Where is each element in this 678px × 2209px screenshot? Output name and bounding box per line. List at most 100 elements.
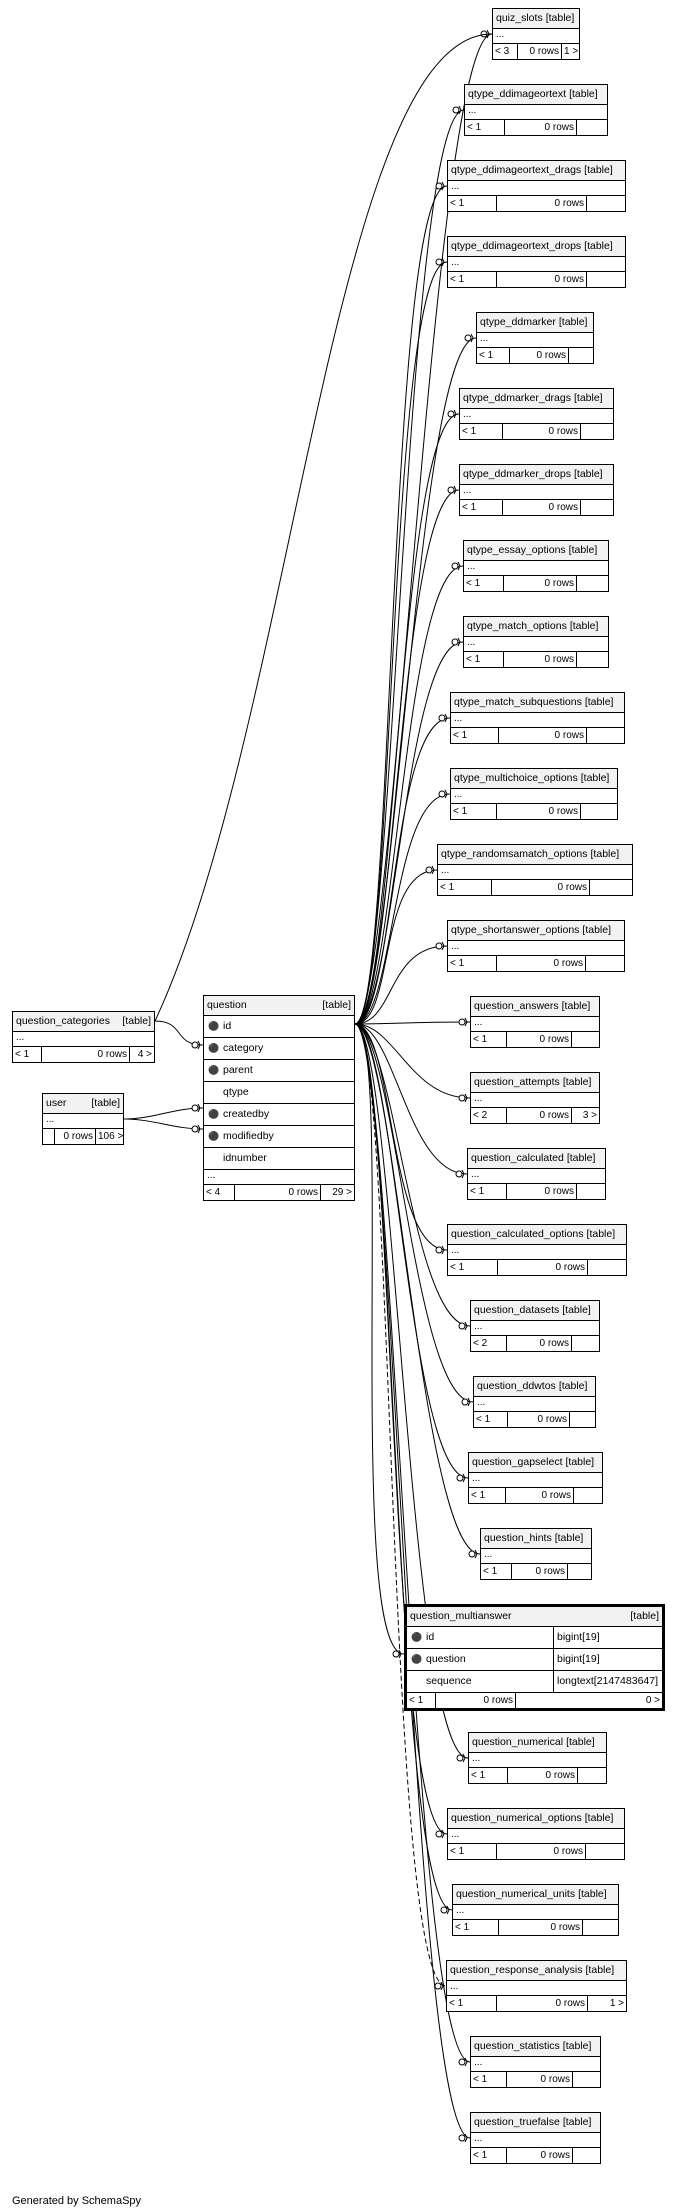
edge-end-question_calculated_options [435, 1246, 443, 1254]
edge-end-qtype_match_options-crowfoot [457, 637, 461, 647]
table-name: question_numerical_units [456, 1888, 576, 1900]
edge-end-qtype_essay_options-crowfoot [457, 561, 461, 571]
edge-end-qtype_shortanswer_options [435, 942, 443, 950]
row-count: 0 rows [503, 576, 576, 591]
children-count [586, 196, 625, 211]
table-footer: < 1 0 rows [464, 576, 608, 591]
edge-end-question-category [191, 1041, 199, 1049]
edge-end-question_ddwtos-crowfoot [467, 1397, 471, 1407]
edge-end-question_response_analysis [434, 1982, 442, 1990]
table-kind: [table] [569, 620, 599, 632]
table-user[interactable]: user [table] ... 0 rows 106 > [42, 1093, 124, 1145]
table-name: question_response_analysis [450, 1964, 583, 1976]
edge-question-to-qtype_ddimageortext_drags [354, 185, 448, 1025]
edge-user-to-question-4 [123, 1107, 204, 1120]
column-row: idnumber [204, 1148, 354, 1170]
edge-end-qtype_match_options [451, 638, 459, 646]
edge-end-question_numerical [456, 1754, 464, 1762]
table-kind: [table] [580, 772, 610, 784]
children-count [572, 2148, 600, 2163]
row-count: 0 rows [506, 2072, 572, 2087]
table-question-calculated-options[interactable]: question_calculated_options[table]...< 1… [447, 1224, 627, 1276]
table-name: qtype_ddimageortext [468, 88, 567, 100]
edge-end-user-4-crowfoot [197, 1103, 201, 1113]
children-count [577, 1768, 606, 1783]
table-name: question_numerical_options [451, 1812, 582, 1824]
edge-question-to-question_numerical_options [354, 1023, 448, 1835]
table-kind: [table] [586, 1228, 616, 1240]
parents-count: < 1 [450, 198, 465, 209]
row-count: 0 rows [517, 44, 561, 59]
ellipsis: ... [13, 1032, 154, 1047]
column-row: ⚫parent [204, 1060, 354, 1082]
edge-end-question-category-crowfoot [197, 1040, 201, 1050]
column-type: bigint[19] [553, 1649, 600, 1670]
table-footer: < 4 0 rows 29 > [204, 1185, 354, 1200]
edge-end-question_attempts [458, 1094, 466, 1102]
ellipsis: ... [448, 1245, 626, 1260]
foreign-key-icon: ⚫ [411, 1654, 423, 1664]
column-name: sequence [426, 1675, 472, 1687]
edge-end-question_calculated [455, 1170, 463, 1178]
table-kind: [table] [573, 468, 603, 480]
ellipsis: ... [471, 2057, 600, 2072]
key-icon: ⚫ [411, 1632, 423, 1642]
edge-end-qtype_ddimageortext [452, 106, 460, 114]
table-qtype-randomsamatch-options[interactable]: qtype_randomsamatch_options[table]...< 1… [437, 844, 633, 896]
edge-end-question-multianswer [392, 1650, 400, 1658]
children-count [571, 1336, 599, 1351]
edge-question-to-qtype_shortanswer_options [354, 945, 448, 1025]
key-icon: ⚫ [208, 1021, 220, 1031]
column-name: qtype [223, 1086, 249, 1098]
foreign-key-icon: ⚫ [208, 1065, 220, 1075]
parents-count: < 1 [467, 122, 482, 133]
edge-end-question_calculated-crowfoot [461, 1169, 465, 1179]
table-name: question_datasets [474, 1304, 560, 1316]
table-name: qtype_ddimageortext_drops [451, 240, 582, 252]
edge-end-user-5 [191, 1125, 199, 1133]
row-count: 0 rows [509, 348, 568, 363]
table-footer: 0 rows 106 > [43, 1129, 123, 1144]
parents-count: < 1 [450, 1262, 465, 1273]
children-count [576, 576, 608, 591]
edge-end-question_datasets-crowfoot [464, 1321, 468, 1331]
table-question-categories[interactable]: question_categories [table] ... < 1 0 ro… [12, 1011, 155, 1063]
parents-count: < 1 [466, 578, 481, 589]
parents-count: < 1 [470, 1186, 485, 1197]
parents-count: < 1 [471, 1770, 486, 1781]
children-count [568, 348, 593, 363]
edge-end-qtype_ddmarker_drops [447, 486, 455, 494]
